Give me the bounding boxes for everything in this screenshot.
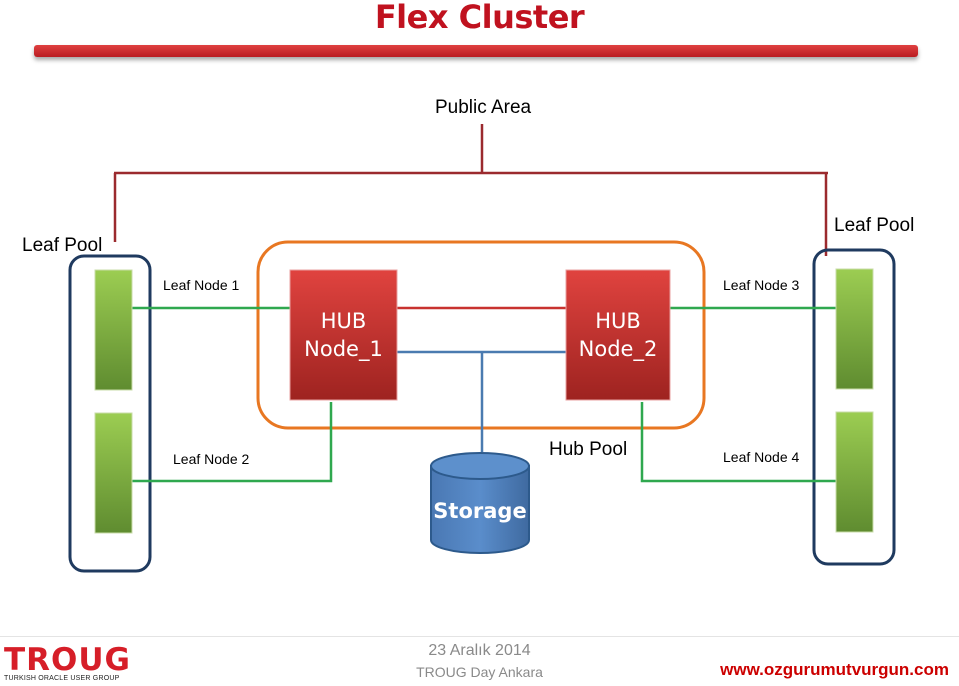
footer-event: TROUG Day Ankara xyxy=(416,664,543,680)
hub-node-2-box xyxy=(565,269,671,401)
leaf-node-4-label: Leaf Node 4 xyxy=(723,449,800,465)
page-title: Flex Cluster xyxy=(374,0,585,36)
logo-subtitle: TURKISH ORACLE USER GROUP xyxy=(4,675,120,682)
leaf-node-4-box xyxy=(835,411,874,533)
footer-date: 23 Aralık 2014 xyxy=(428,642,531,659)
leaf-node-3-box xyxy=(835,268,874,390)
leaf-pool-left-boundary xyxy=(68,254,152,573)
footer-divider xyxy=(0,636,959,637)
storage-cylinder-icon xyxy=(430,452,530,554)
leaf-node-2-label: Leaf Node 2 xyxy=(173,451,250,467)
storage-label: Storage xyxy=(433,499,527,523)
leaf-pool-left-label: Leaf Pool xyxy=(22,235,103,256)
public-network-lines xyxy=(113,124,828,256)
title-underline-bar xyxy=(34,45,918,57)
leaf-network-lines xyxy=(132,306,836,483)
footer-website-link[interactable]: www.ozgurumutvurgun.com xyxy=(720,660,949,679)
storage-network-lines xyxy=(397,350,566,452)
leaf-node-2-box xyxy=(94,412,133,534)
hub-node-1-box xyxy=(289,269,398,401)
leaf-pool-right-label: Leaf Pool xyxy=(834,215,915,236)
leaf-node-3-label: Leaf Node 3 xyxy=(723,277,800,293)
leaf-node-1-label: Leaf Node 1 xyxy=(163,277,240,293)
hub-node-1-line1: HUB xyxy=(320,309,367,333)
hub-pool-label: Hub Pool xyxy=(549,439,628,460)
leaf-node-1-box xyxy=(94,269,133,391)
hub-node-2-line1: HUB xyxy=(595,309,641,333)
hub-node-1-label: HUB Node_1 xyxy=(290,307,397,363)
hub-node-2-label: HUB Node_2 xyxy=(566,307,670,363)
hub-node-2-line2: Node_2 xyxy=(578,337,658,361)
leaf-pool-right-boundary xyxy=(812,248,896,566)
troug-logo: TROUG TURKISH ORACLE USER GROUP xyxy=(4,642,131,683)
hub-node-1-line2: Node_1 xyxy=(304,337,383,361)
public-area-label: Public Area xyxy=(435,97,532,118)
logo-wordmark: TROUG xyxy=(4,642,131,678)
